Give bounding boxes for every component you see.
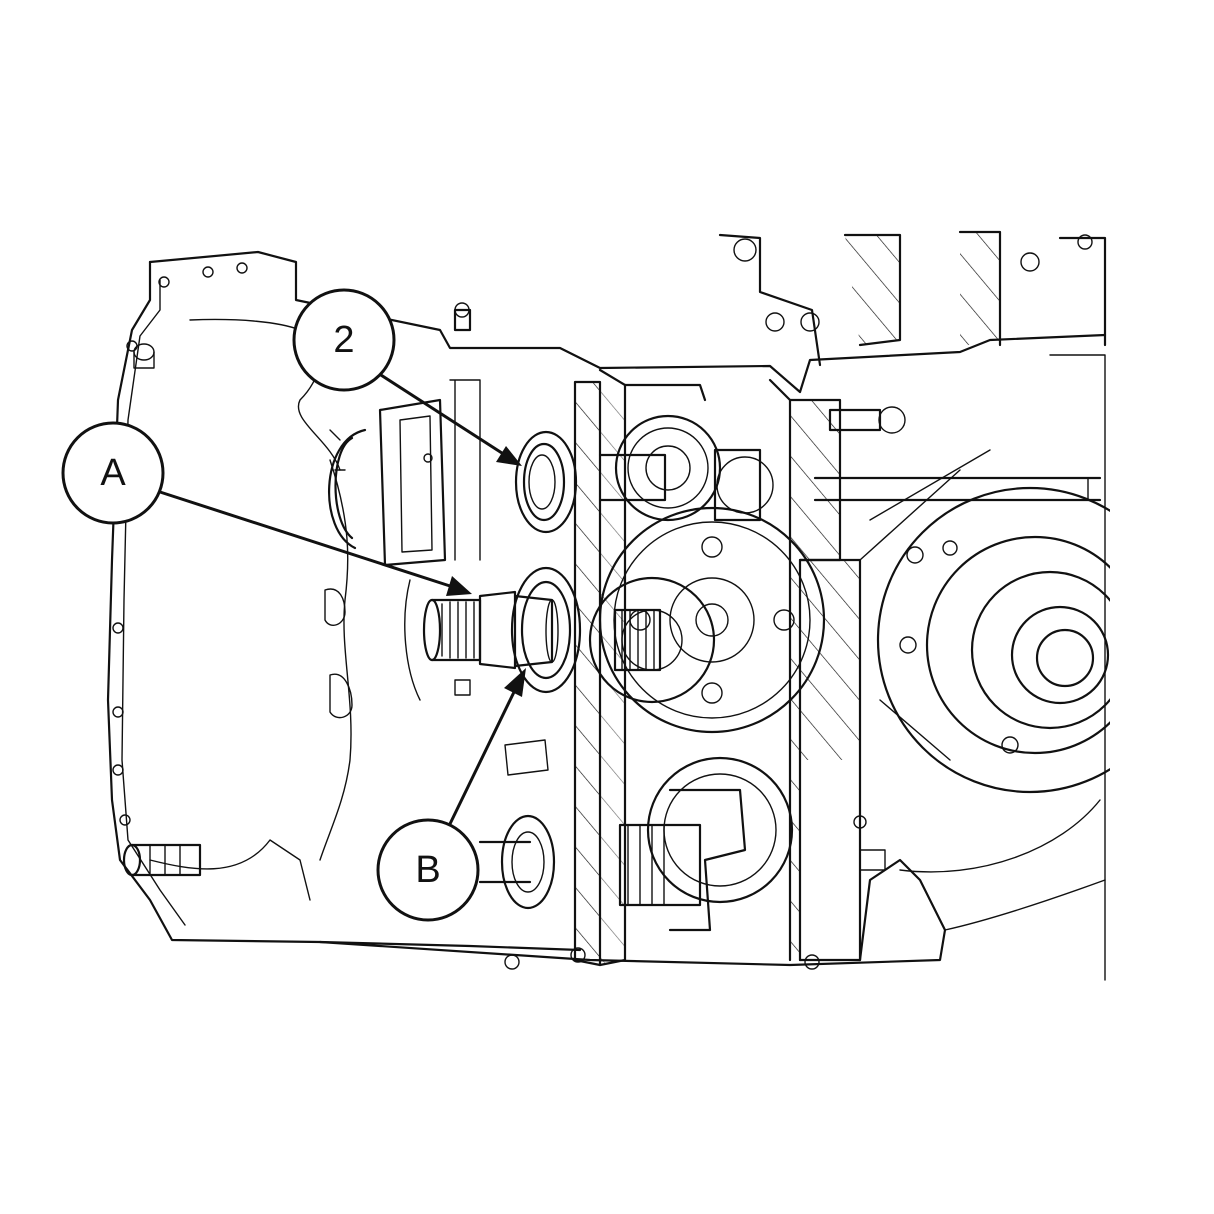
lower-shaft xyxy=(478,814,556,910)
splined-shaft-a xyxy=(422,598,482,662)
bearing-2 xyxy=(514,430,578,534)
callout-b-label: B xyxy=(415,849,440,891)
lower-bearing xyxy=(510,566,582,694)
callout-a: A xyxy=(61,421,472,596)
snap-ring xyxy=(328,379,481,567)
callout-2: 2 xyxy=(292,288,522,466)
upper-right-assembly xyxy=(718,230,1110,981)
callout-2-circle xyxy=(292,288,396,392)
partition-wall xyxy=(573,368,862,967)
housing-details xyxy=(318,302,1106,970)
callout-a-circle xyxy=(61,421,165,525)
callout-b: B xyxy=(376,668,526,922)
gear-train xyxy=(588,414,826,932)
shaft-collar-b xyxy=(478,590,559,670)
callout-a-label: A xyxy=(100,452,126,494)
stub-shaft xyxy=(122,843,202,877)
callout-2-label: 2 xyxy=(333,319,354,361)
callout-b-circle xyxy=(376,818,480,922)
